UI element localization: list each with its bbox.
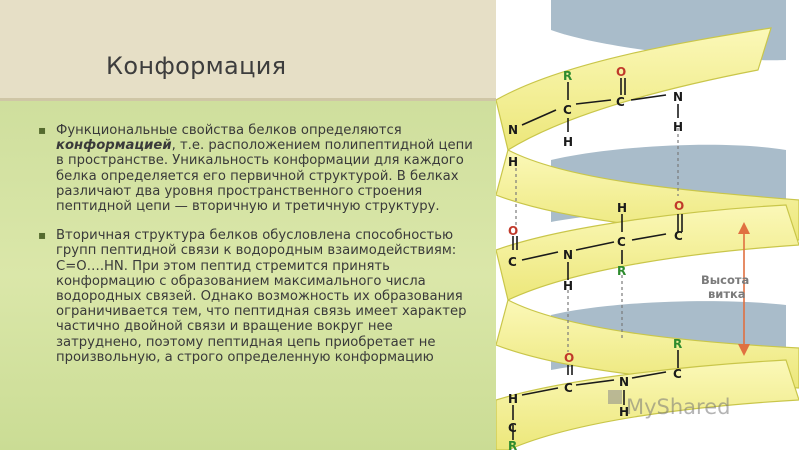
- bullet-icon: ▪: [38, 228, 47, 243]
- atom-N: N: [508, 123, 518, 137]
- atom-R: R: [617, 264, 626, 278]
- atom-N: N: [619, 375, 629, 389]
- atom-labels: R C H O C N H N H O C N H H C R O C R C: [508, 65, 684, 450]
- title-band: [0, 0, 496, 101]
- helix-front-ribbon-1: [495, 27, 772, 151]
- pitch-label-line-2: витка: [708, 287, 746, 301]
- atom-N: N: [673, 90, 683, 104]
- atom-C: C: [563, 103, 572, 117]
- paragraph-1-prefix: Функциональные свойства белков определяю…: [56, 123, 402, 138]
- atom-H: H: [508, 392, 518, 406]
- atom-H: H: [673, 120, 683, 134]
- atom-C: C: [616, 95, 625, 109]
- pitch-arrow: [738, 222, 750, 356]
- paragraph-1-suffix: , т.е. расположением полипептидной цепи …: [56, 138, 473, 215]
- slide-content: ▪ Функциональные свойства белков определя…: [38, 123, 478, 379]
- atom-O: O: [508, 224, 518, 238]
- atom-R: R: [508, 439, 517, 450]
- backbone-bonds: [512, 78, 683, 440]
- bullet-icon: ▪: [38, 123, 47, 137]
- alpha-helix-figure: R C H O C N H N H O C N H H C R O C R C: [495, 0, 799, 450]
- atom-C: C: [674, 229, 683, 243]
- paragraph-1: ▪ Функциональные свойства белков определя…: [38, 123, 478, 214]
- hydrogen-bonds: [515, 128, 679, 352]
- paragraph-1-emphasis: конформацией: [56, 138, 172, 154]
- atom-H: H: [619, 405, 629, 419]
- slide-title: Конформация: [106, 52, 287, 80]
- atom-C: C: [508, 421, 517, 435]
- atom-R: R: [673, 337, 682, 351]
- alpha-helix-diagram: R C H O C N H N H O C N H H C R O C R C: [495, 0, 799, 450]
- paragraph-2-text: Вторичная структура белков обусловлена с…: [56, 228, 467, 365]
- atom-N: N: [563, 248, 573, 262]
- atom-H: H: [617, 201, 627, 215]
- atom-O: O: [564, 351, 574, 365]
- atom-C: C: [564, 381, 573, 395]
- watermark-text: MyShared: [626, 395, 730, 419]
- atom-H: H: [508, 155, 518, 169]
- atom-O: O: [616, 65, 626, 79]
- atom-C: C: [508, 255, 517, 269]
- body-band: [0, 101, 496, 450]
- atom-H: H: [563, 135, 573, 149]
- watermark: MyShared: [608, 390, 730, 419]
- helix-front-ribbon-3: [495, 204, 799, 301]
- pitch-label-line-1: Высота: [701, 273, 749, 287]
- atom-O: O: [674, 199, 684, 213]
- atom-H: H: [563, 279, 573, 293]
- atom-C: C: [617, 235, 626, 249]
- watermark-logo-icon: [608, 390, 622, 404]
- atom-C: C: [673, 367, 682, 381]
- paragraph-2: ▪ Вторичная структура белков обусловлена …: [38, 228, 478, 365]
- atom-R: R: [563, 69, 572, 83]
